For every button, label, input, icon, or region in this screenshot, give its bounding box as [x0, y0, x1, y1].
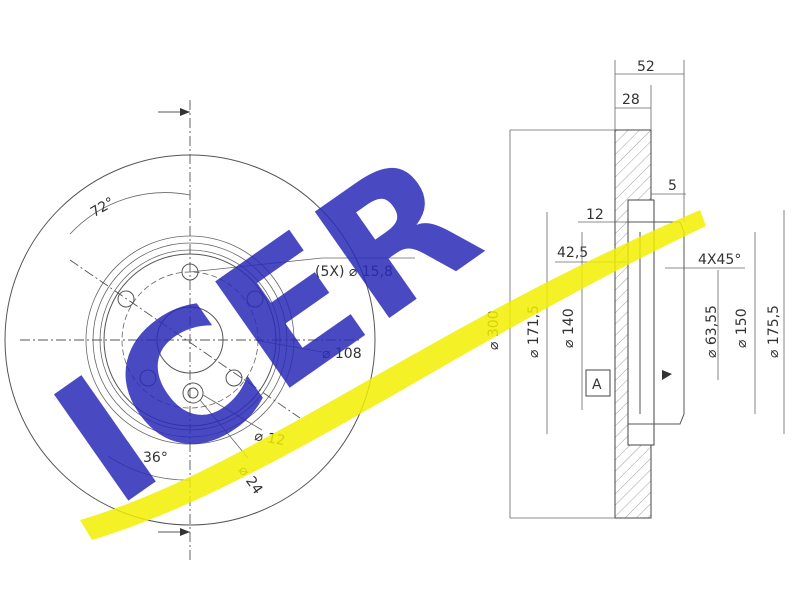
height-42-5-label: 42,5 — [557, 245, 588, 261]
width-52-label: 52 — [637, 59, 655, 75]
leader-small-hole — [199, 399, 249, 459]
small-hole-outer — [182, 382, 204, 404]
offset-12-label: 12 — [586, 207, 604, 223]
hub-profile — [628, 221, 685, 425]
bolt-holes-label: (5X) ⌀ 15,8 — [315, 264, 393, 280]
angle-36-label: 36° — [143, 450, 168, 466]
angle-arc-36 — [107, 455, 191, 481]
section-arrow-head-bottom — [180, 528, 190, 536]
icer-logo-watermark: ICER — [20, 114, 706, 545]
dia-171-5-label: ⌀ 171,5 — [526, 305, 542, 358]
diagonal-centerline — [69, 259, 301, 419]
section-arrow-head-top — [180, 108, 190, 116]
thickness-28-label: 28 — [622, 92, 640, 108]
chamfer-label: 4X45° — [698, 252, 741, 268]
dia-175-5-label: ⌀ 175,5 — [766, 305, 782, 358]
logo-swoosh — [80, 210, 706, 540]
leader-center-bore — [202, 394, 263, 431]
bolt-hole — [117, 290, 135, 308]
small-hole-inner — [187, 387, 199, 399]
dia-63-55-label: ⌀ 63,55 — [704, 305, 720, 358]
offset-5-label: 5 — [668, 178, 677, 194]
datum-arrow — [662, 370, 672, 380]
dia-150-label: ⌀ 150 — [734, 308, 750, 348]
leader-bolt-circle — [254, 339, 323, 353]
logo-text: ICER — [20, 114, 512, 545]
bolt-hole — [246, 290, 264, 308]
bolt-hole — [225, 369, 243, 387]
angle-arc-72 — [69, 192, 191, 235]
leader-bolt-holes — [189, 257, 323, 273]
bolt-hole — [139, 369, 157, 387]
datum-label: A — [592, 377, 602, 393]
bolt-circle-label: ⌀ 108 — [322, 346, 362, 362]
dia-140-label: ⌀ 140 — [561, 308, 577, 348]
datum-box — [585, 369, 611, 397]
angle-72-label: 72° — [88, 195, 118, 221]
section-view: 52 28 5 12 42,5 4X45° ⌀ 300 ⌀ 171,5 ⌀ 14… — [486, 59, 785, 519]
